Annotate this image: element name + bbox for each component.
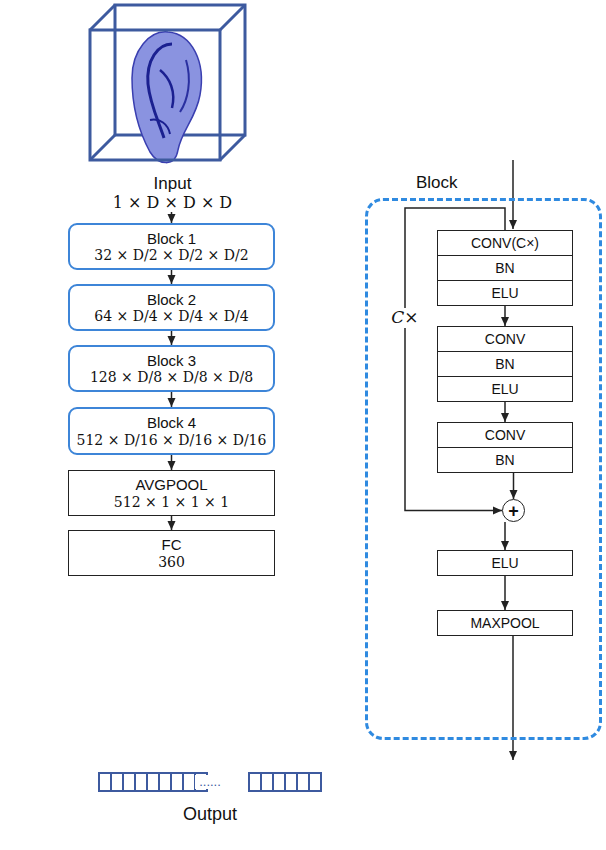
node-subtitle: 360 bbox=[158, 554, 185, 570]
node-title: BN bbox=[495, 452, 514, 468]
node-title: Block 2 bbox=[147, 291, 196, 308]
node-subtitle: 128 × D/8 × D/8 × D/8 bbox=[90, 369, 253, 385]
node-subtitle: 1 × D × D × D bbox=[113, 194, 232, 212]
block-output-line bbox=[512, 636, 514, 760]
node-title: AVGPOOL bbox=[135, 476, 207, 493]
node-title: CONV bbox=[485, 427, 525, 443]
node-title: Block bbox=[416, 173, 458, 193]
maxpool-layer: MAXPOOL bbox=[437, 610, 573, 636]
connector-arrow bbox=[171, 455, 173, 470]
node-subtitle: 64 × D/4 × D/4 × D/4 bbox=[94, 308, 248, 324]
node-title: MAXPOOL bbox=[470, 615, 539, 631]
conv-layer: CONV(C×) bbox=[437, 230, 573, 256]
fc-box: FC360 bbox=[68, 530, 275, 576]
connector-arrow bbox=[504, 522, 506, 550]
connector-arrow bbox=[171, 212, 173, 223]
node-title: ELU bbox=[491, 285, 518, 301]
node-title: CONV bbox=[485, 331, 525, 347]
node-title: ELU bbox=[491, 381, 518, 397]
block-box: Block 4512 × D/16 × D/16 × D/16 bbox=[68, 407, 275, 455]
connector-arrow bbox=[513, 473, 515, 499]
block-box: Block 264 × D/4 × D/4 × D/4 bbox=[68, 284, 275, 331]
connector-arrow bbox=[171, 331, 173, 345]
elu-layer: ELU bbox=[437, 280, 573, 306]
block-box: Block 3128 × D/8 × D/8 × D/8 bbox=[68, 345, 275, 392]
node-title: BN bbox=[495, 356, 514, 372]
node-title: BN bbox=[495, 260, 514, 276]
block-box: Block 132 × D/2 × D/2 × D/2 bbox=[68, 223, 275, 270]
input-node: Input1 × D × D × D bbox=[60, 0, 285, 212]
connector-arrow bbox=[171, 516, 173, 530]
node-title: Block 4 bbox=[147, 414, 196, 431]
connector-arrow bbox=[171, 392, 173, 407]
ear-illustration bbox=[132, 32, 201, 163]
connector-arrow bbox=[504, 402, 506, 422]
conv-layer: CONV bbox=[437, 422, 573, 448]
node-subtitle: Output bbox=[98, 804, 322, 825]
node-title: Block 1 bbox=[147, 230, 196, 247]
input-cube-front bbox=[90, 30, 220, 160]
connector-arrow bbox=[504, 306, 506, 326]
node-subtitle: 512 × 1 × 1 × 1 bbox=[114, 494, 229, 510]
bn-layer: BN bbox=[437, 447, 573, 473]
block-detail-frame: BlockCONV(C×)BNELUCONVBNELUCONVBN+ELUMAX… bbox=[365, 198, 602, 740]
output-vector: ......Output bbox=[98, 772, 322, 792]
connector-arrow bbox=[504, 576, 506, 610]
node-title: CONV(C×) bbox=[471, 235, 539, 251]
node-title: + bbox=[508, 502, 519, 520]
node-title: Input bbox=[154, 174, 192, 194]
connector-arrow bbox=[171, 270, 173, 284]
pool-box: AVGPOOL512 × 1 × 1 × 1 bbox=[68, 470, 275, 516]
elu-layer: ELU bbox=[437, 550, 573, 576]
node-title: ...... bbox=[195, 775, 225, 790]
sum-node: + bbox=[502, 499, 525, 522]
node-title: ELU bbox=[491, 555, 518, 571]
node-subtitle: 32 × D/2 × D/2 × D/2 bbox=[94, 247, 248, 263]
bn-layer: BN bbox=[437, 255, 573, 281]
block-input-line bbox=[512, 160, 514, 229]
node-title: FC bbox=[162, 536, 182, 553]
elu-layer: ELU bbox=[437, 376, 573, 402]
repeat-label: C× bbox=[389, 308, 420, 328]
node-subtitle: 512 × D/16 × D/16 × D/16 bbox=[77, 432, 267, 448]
bn-layer: BN bbox=[437, 351, 573, 377]
conv-layer: CONV bbox=[437, 326, 573, 352]
node-title: Block 3 bbox=[147, 352, 196, 369]
